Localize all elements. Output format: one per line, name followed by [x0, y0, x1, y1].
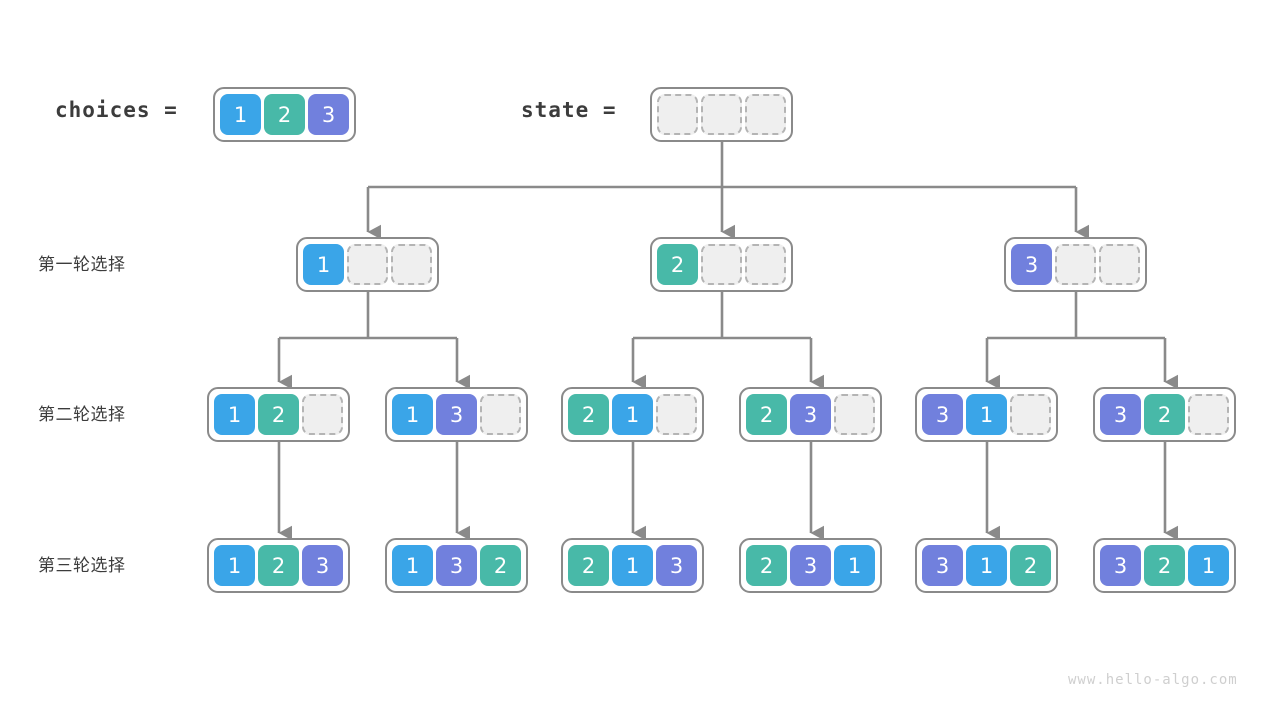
- value-cell: 1: [612, 394, 653, 435]
- state-array: [650, 87, 793, 142]
- value-cell: 1: [214, 394, 255, 435]
- value-cell: 3: [1100, 545, 1141, 586]
- value-cell: 1: [966, 394, 1007, 435]
- empty-cell: [1188, 394, 1229, 435]
- value-cell: 2: [1144, 545, 1185, 586]
- round1-node: 1: [296, 237, 439, 292]
- round1-node: 3: [1004, 237, 1147, 292]
- choices-label: choices =: [55, 98, 178, 122]
- empty-cell: [302, 394, 343, 435]
- value-cell: 1: [303, 244, 344, 285]
- empty-cell: [834, 394, 875, 435]
- empty-cell: [1010, 394, 1051, 435]
- value-cell: 1: [392, 394, 433, 435]
- value-cell: 3: [656, 545, 697, 586]
- value-cell: 3: [302, 545, 343, 586]
- state-cell-empty: [657, 94, 698, 135]
- value-cell: 2: [746, 545, 787, 586]
- value-cell: 1: [612, 545, 653, 586]
- value-cell: 3: [922, 394, 963, 435]
- value-cell: 3: [436, 394, 477, 435]
- value-cell: 1: [834, 545, 875, 586]
- value-cell: 2: [480, 545, 521, 586]
- value-cell: 1: [214, 545, 255, 586]
- empty-cell: [745, 244, 786, 285]
- value-cell: 3: [922, 545, 963, 586]
- row-label-round3: 第三轮选择: [38, 556, 126, 576]
- choices-cell: 2: [264, 94, 305, 135]
- row-label-round2: 第二轮选择: [38, 405, 126, 425]
- value-cell: 2: [1010, 545, 1051, 586]
- value-cell: 2: [657, 244, 698, 285]
- empty-cell: [1099, 244, 1140, 285]
- value-cell: 3: [1011, 244, 1052, 285]
- choices-cell: 1: [220, 94, 261, 135]
- watermark: www.hello-algo.com: [1068, 672, 1238, 688]
- state-cell-empty: [701, 94, 742, 135]
- choices-array: 1 2 3: [213, 87, 356, 142]
- round1-node: 2: [650, 237, 793, 292]
- value-cell: 2: [568, 394, 609, 435]
- value-cell: 2: [1144, 394, 1185, 435]
- empty-cell: [656, 394, 697, 435]
- value-cell: 2: [258, 394, 299, 435]
- empty-cell: [701, 244, 742, 285]
- state-label: state =: [521, 98, 617, 122]
- value-cell: 2: [258, 545, 299, 586]
- row-label-round1: 第一轮选择: [38, 255, 126, 275]
- value-cell: 3: [790, 394, 831, 435]
- empty-cell: [480, 394, 521, 435]
- value-cell: 3: [436, 545, 477, 586]
- value-cell: 2: [568, 545, 609, 586]
- value-cell: 1: [392, 545, 433, 586]
- state-cell-empty: [745, 94, 786, 135]
- value-cell: 1: [1188, 545, 1229, 586]
- empty-cell: [391, 244, 432, 285]
- empty-cell: [347, 244, 388, 285]
- value-cell: 3: [790, 545, 831, 586]
- value-cell: 1: [966, 545, 1007, 586]
- empty-cell: [1055, 244, 1096, 285]
- value-cell: 3: [1100, 394, 1141, 435]
- value-cell: 2: [746, 394, 787, 435]
- choices-cell: 3: [308, 94, 349, 135]
